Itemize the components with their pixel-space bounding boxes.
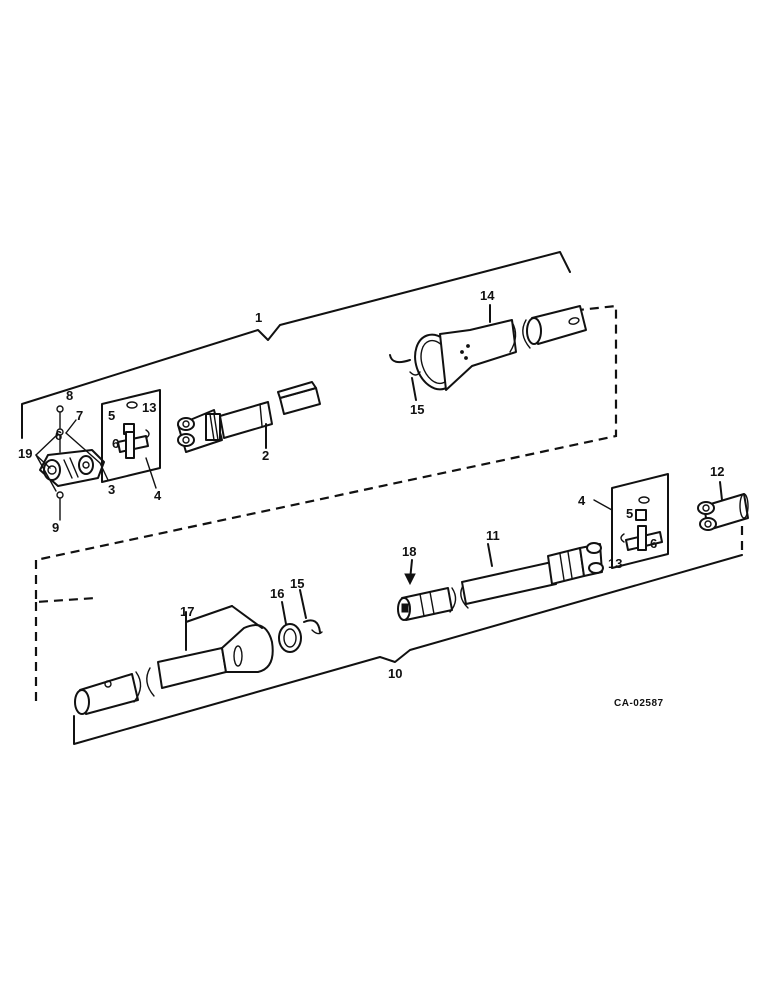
label-18: 18 [402,544,416,559]
label-4b: 4 [578,493,586,508]
retainer-15-lower [299,589,323,635]
label-4a: 4 [154,488,162,503]
label-14: 14 [480,288,495,303]
label-10: 10 [388,666,402,681]
label-9: 9 [52,520,59,535]
fittings-7-8-9 [35,405,109,521]
label-5b: 5 [626,506,633,521]
yoke-12 [697,481,749,531]
yoke-shaft-2 [177,381,321,453]
cross-kit-4-upper [101,389,161,489]
label-7: 7 [76,408,83,423]
label-15b: 15 [290,576,304,591]
label-15a: 15 [410,402,424,417]
assembly-10-bracket [34,496,744,745]
label-3: 3 [108,482,115,497]
cross-kit-4-lower [593,473,669,569]
shaft-11-tube-18 [397,542,604,621]
label-8: 8 [66,388,73,403]
label-11: 11 [486,528,500,543]
assembly-1-bracket [21,251,618,562]
label-17: 17 [180,604,194,619]
label-1: 1 [255,310,262,325]
part-labels: 1 2 3 4 4 5 5 6 6 6 7 8 9 10 11 12 13 13… [18,288,724,681]
shield-17 [74,605,274,715]
label-2: 2 [262,448,269,463]
label-16: 16 [270,586,284,601]
label-13a: 13 [142,400,156,415]
yoke-3-part [39,449,105,487]
retainer-15-upper [389,354,421,401]
label-5a: 5 [108,408,115,423]
label-6c: 6 [650,536,657,551]
label-19: 19 [18,446,32,461]
bearing-16 [278,601,302,653]
label-6a: 6 [55,428,62,443]
label-12: 12 [710,464,724,479]
shield-14 [414,304,587,391]
label-13b: 13 [608,556,622,571]
label-6b: 6 [112,436,119,451]
drawing-code: CA-02587 [614,698,664,709]
